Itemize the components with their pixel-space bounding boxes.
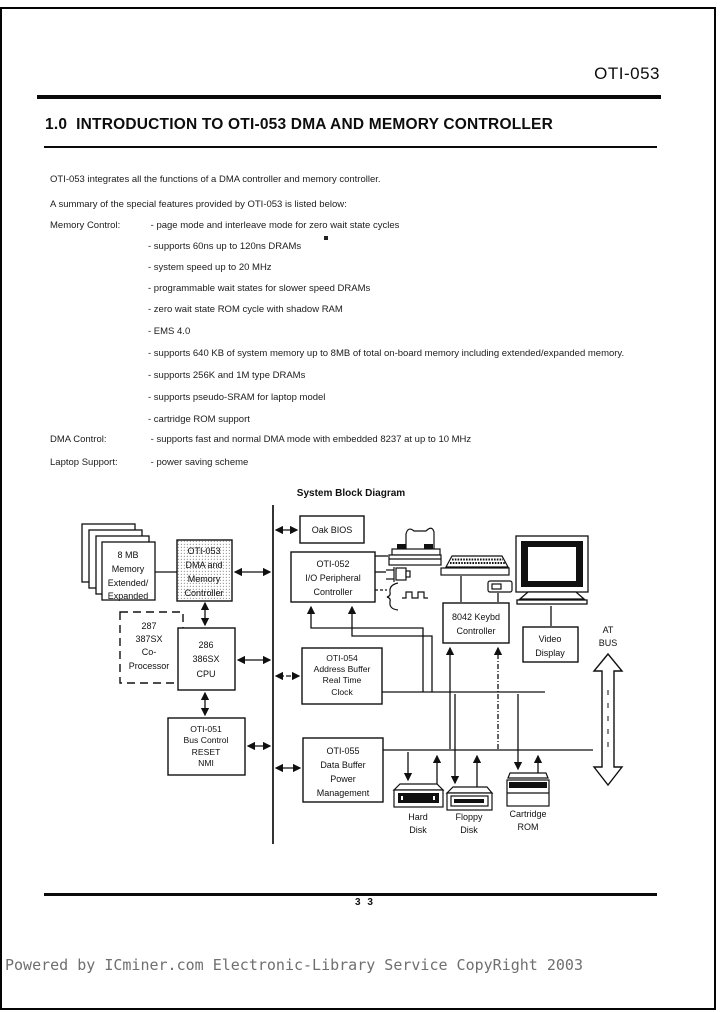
svg-text:Controller: Controller bbox=[313, 587, 352, 597]
svg-text:Controller: Controller bbox=[456, 626, 495, 636]
svg-text:Extended/: Extended/ bbox=[108, 578, 149, 588]
oti053-box: OTI-053 DMA and Memory Controller bbox=[176, 539, 233, 602]
svg-text:BUS: BUS bbox=[599, 638, 618, 648]
footer-rule bbox=[44, 893, 657, 896]
title-underline bbox=[44, 146, 657, 148]
svg-text:Processor: Processor bbox=[129, 661, 170, 671]
oakbios-box: Oak BIOS bbox=[299, 515, 365, 544]
hard-disk-icon bbox=[392, 783, 445, 808]
oti052-box: OTI-052 I/O Peripheral Controller bbox=[290, 551, 376, 603]
floppy-disk-label: Floppy bbox=[455, 812, 483, 822]
svg-text:Oak BIOS: Oak BIOS bbox=[312, 525, 353, 535]
svg-text:Memory: Memory bbox=[112, 564, 145, 574]
intro-line: A summary of the special features provid… bbox=[50, 199, 347, 210]
svg-text:OTI-055: OTI-055 bbox=[326, 746, 359, 756]
svg-text:Video: Video bbox=[539, 634, 562, 644]
svg-text:Co-: Co- bbox=[142, 647, 157, 657]
at-bus-label: AT bbox=[603, 625, 614, 635]
svg-text:OTI-051: OTI-051 bbox=[190, 724, 222, 734]
svg-text:NMI: NMI bbox=[198, 758, 214, 768]
header-part-number: OTI-053 bbox=[594, 64, 660, 83]
svg-text:Real Time: Real Time bbox=[323, 675, 362, 685]
svg-text:Address Buffer: Address Buffer bbox=[314, 664, 371, 674]
svg-text:OTI-054: OTI-054 bbox=[326, 653, 358, 663]
svg-text:286: 286 bbox=[198, 640, 213, 650]
feature-item: - EMS 4.0 bbox=[148, 326, 191, 337]
at-bus-arrow-icon bbox=[592, 652, 624, 787]
feature-item: - programmable wait states for slower sp… bbox=[148, 283, 371, 294]
video-display-box: Video Display bbox=[522, 626, 579, 663]
feature-item: - page mode and interleave mode for zero… bbox=[150, 220, 400, 231]
feature-label: DMA Control: bbox=[50, 434, 107, 445]
feature-item: - cartridge ROM support bbox=[148, 414, 250, 425]
waveform-icon bbox=[386, 582, 428, 611]
svg-text:ROM: ROM bbox=[518, 822, 539, 832]
feature-item: - zero wait state ROM cycle with shadow … bbox=[148, 304, 343, 315]
svg-text:Memory: Memory bbox=[188, 574, 221, 584]
svg-text:OTI-052: OTI-052 bbox=[316, 559, 349, 569]
svg-text:Power: Power bbox=[330, 774, 356, 784]
diagram-title: System Block Diagram bbox=[297, 488, 405, 499]
svg-text:Expanded: Expanded bbox=[108, 591, 149, 601]
floppy-disk-icon bbox=[445, 786, 494, 811]
system-block-diagram: System Block Diagram bbox=[81, 488, 624, 844]
svg-text:387SX: 387SX bbox=[135, 634, 162, 644]
diagram-labels: AT BUS Hard Disk Floppy Disk Cartridge R… bbox=[408, 625, 617, 835]
oti052-feed-right bbox=[347, 605, 433, 692]
diagram-connections bbox=[155, 505, 593, 844]
memory-box: 8 MB Memory Extended/ Expanded bbox=[81, 523, 156, 601]
keyboard-icon bbox=[440, 555, 510, 576]
svg-text:Bus Control: Bus Control bbox=[184, 735, 229, 745]
oti051-box: OTI-051 Bus Control RESET NMI bbox=[167, 717, 246, 776]
oti052-feed-left bbox=[306, 605, 424, 692]
svg-text:CPU: CPU bbox=[196, 669, 215, 679]
oti054-box: OTI-054 Address Buffer Real Time Clock bbox=[301, 647, 383, 705]
svg-text:I/O Peripheral: I/O Peripheral bbox=[305, 573, 361, 583]
coprocessor-box: 287 387SX Co- Processor bbox=[119, 611, 184, 684]
feature-item: - power saving scheme bbox=[150, 457, 249, 468]
feature-item: - supports fast and normal DMA mode with… bbox=[150, 434, 472, 445]
svg-text:RESET: RESET bbox=[192, 747, 221, 757]
feature-item: - system speed up to 20 MHz bbox=[148, 262, 272, 273]
feature-item: - supports 60ns up to 120ns DRAMs bbox=[148, 241, 302, 252]
page-number: 3 3 bbox=[355, 897, 375, 908]
hard-disk-label: Hard bbox=[408, 812, 428, 822]
feature-row: Laptop Support: - power saving scheme bbox=[50, 457, 248, 468]
svg-text:8 MB: 8 MB bbox=[117, 550, 138, 560]
feature-item: - supports pseudo-SRAM for laptop model bbox=[148, 392, 326, 403]
svg-text:Disk: Disk bbox=[409, 825, 427, 835]
svg-text:OTI-053: OTI-053 bbox=[187, 546, 220, 556]
cartridge-rom-label: Cartridge bbox=[509, 809, 546, 819]
connector-icon bbox=[386, 567, 411, 582]
cpu-box: 286 386SX CPU bbox=[177, 627, 236, 691]
watermark-text: Powered by ICminer.com Electronic-Librar… bbox=[5, 956, 583, 974]
svg-text:Display: Display bbox=[535, 648, 565, 658]
feature-label: Laptop Support: bbox=[50, 457, 118, 468]
cartridge-rom-icon bbox=[506, 772, 550, 807]
mouse-icon bbox=[487, 580, 513, 593]
svg-text:Disk: Disk bbox=[460, 825, 478, 835]
oti055-box: OTI-055 Data Buffer Power Management bbox=[302, 737, 384, 803]
scan-speck bbox=[324, 236, 328, 240]
printer-icon bbox=[388, 527, 442, 566]
header-rule bbox=[37, 95, 661, 99]
keyboard-controller-box: 8042 Keybd Controller bbox=[442, 602, 510, 644]
svg-text:Management: Management bbox=[317, 788, 370, 798]
feature-label: Memory Control: bbox=[50, 220, 121, 231]
intro-line: OTI-053 integrates all the functions of … bbox=[50, 174, 381, 185]
monitor-icon bbox=[515, 535, 589, 605]
page-title: 1.0 INTRODUCTION TO OTI-053 DMA AND MEMO… bbox=[45, 116, 553, 133]
svg-text:8042 Keybd: 8042 Keybd bbox=[452, 612, 500, 622]
svg-text:287: 287 bbox=[141, 621, 156, 631]
svg-text:Controller: Controller bbox=[184, 588, 223, 598]
feature-row: DMA Control: - supports fast and normal … bbox=[50, 434, 471, 445]
feature-item: - supports 640 KB of system memory up to… bbox=[148, 348, 625, 359]
svg-text:DMA and: DMA and bbox=[185, 560, 222, 570]
feature-row: Memory Control: - page mode and interlea… bbox=[50, 220, 399, 231]
feature-item: - supports 256K and 1M type DRAMs bbox=[148, 370, 306, 381]
svg-text:Data Buffer: Data Buffer bbox=[320, 760, 365, 770]
svg-text:Clock: Clock bbox=[331, 687, 353, 697]
svg-text:386SX: 386SX bbox=[192, 654, 219, 664]
